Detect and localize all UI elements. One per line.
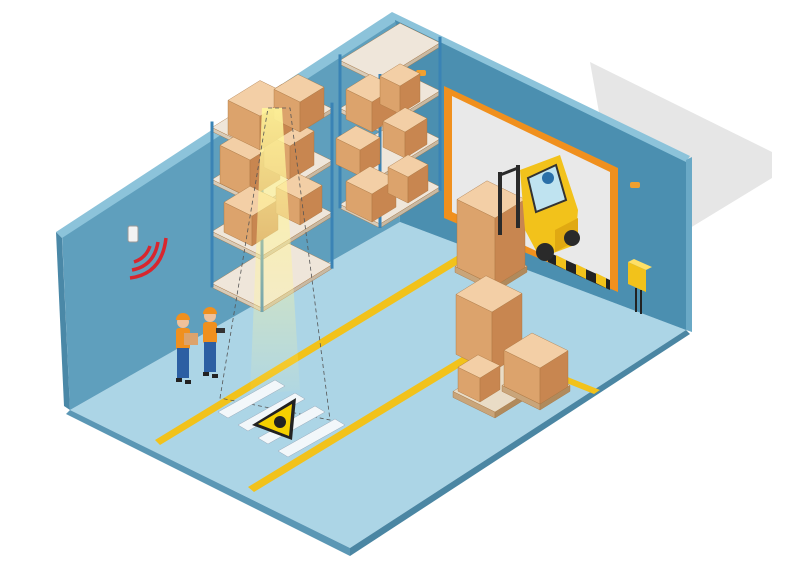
worker-with-scanner	[203, 307, 225, 378]
wireless-signal-icon	[129, 237, 168, 280]
right-wall-top-edge	[392, 12, 690, 162]
cardboard-box	[503, 332, 569, 405]
right-wall-side-edge	[686, 157, 692, 332]
floor	[70, 222, 686, 548]
outside-yard	[590, 62, 772, 228]
scanner-light-beam	[250, 108, 300, 395]
handheld-scanner-icon	[216, 328, 225, 333]
dock-stripes	[556, 255, 606, 288]
cardboard-box	[457, 354, 501, 403]
wall-lamp-icon	[630, 182, 640, 188]
cardboard-box	[382, 107, 428, 159]
lane-line	[248, 352, 478, 492]
rfid-reader-icon	[127, 225, 139, 243]
cardboard-box	[379, 63, 421, 115]
cardboard-box	[345, 166, 397, 223]
cardboard-box	[456, 180, 526, 287]
floor-edge	[66, 410, 350, 556]
lane-line	[155, 254, 468, 445]
operator-head	[542, 172, 554, 184]
worker	[176, 313, 198, 384]
left-wall-side-edge	[56, 232, 70, 410]
warning-sign-icon	[252, 398, 296, 440]
control-panel	[628, 259, 652, 314]
floor-edge-right	[350, 330, 690, 556]
cardboard-box	[387, 154, 429, 204]
forklift	[498, 155, 580, 261]
cardboard-box	[335, 125, 381, 177]
